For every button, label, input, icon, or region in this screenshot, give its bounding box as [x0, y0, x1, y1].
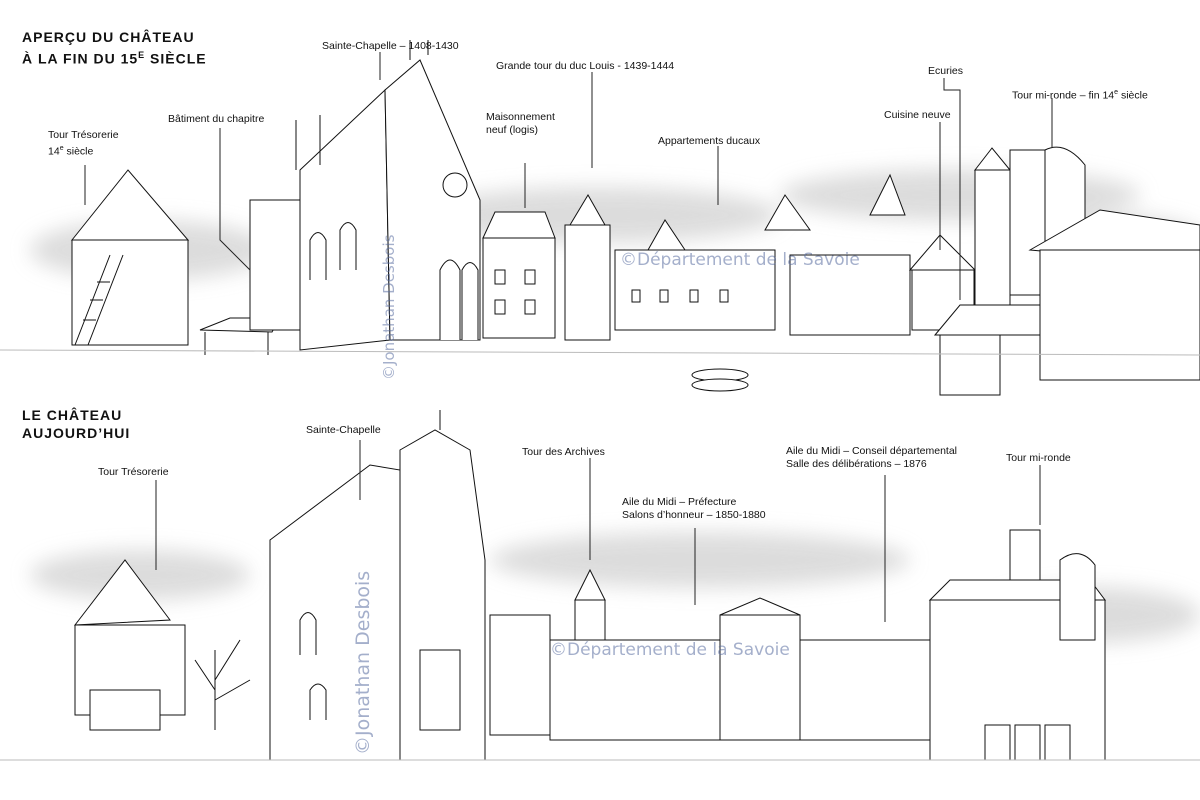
label-appartements-ducaux: Appartements ducaux	[658, 135, 761, 147]
label-line: Maisonnement	[486, 111, 555, 123]
bottom-drawing	[0, 410, 1200, 761]
heading-text: SIÈCLE	[145, 50, 207, 67]
bottom-heading-line2: AUJOURD’HUI	[22, 425, 131, 441]
label-line: neuf (logis)	[486, 124, 538, 136]
leader-lines	[84, 52, 1053, 622]
label-sup: e	[1114, 89, 1119, 96]
label-line: 14e siècle	[48, 142, 119, 159]
watermark-jonathan-top: ©Jonathan Desbois	[380, 234, 398, 380]
sainte-chapelle-drawing	[295, 40, 481, 351]
appartements-ducaux-drawing	[614, 194, 811, 331]
label-grande-tour: Grande tour du duc Louis - 1439-1444	[496, 60, 675, 72]
label-line: Salons d’honneur – 1850-1880	[622, 509, 766, 521]
label-tour-tresorerie-top: Tour Trésorerie 14e siècle	[48, 129, 119, 159]
watermark-jonathan-bottom: ©Jonathan Desbois	[352, 570, 374, 755]
maisonnement-drawing	[482, 211, 556, 339]
label-line: Tour Trésorerie	[48, 129, 119, 141]
label-tour-tresorerie-bottom: Tour Trésorerie	[98, 466, 169, 478]
bottom-heading-line1: LE CHÂTEAU	[22, 407, 123, 423]
watermark-departement-bottom: ©Département de la Savoie	[550, 640, 790, 660]
batiment-chapitre-drawing	[249, 199, 306, 331]
label-text: 14	[48, 145, 60, 158]
top-heading: APERÇU DU CHÂTEAU À LA FIN DU 15E SIÈCLE	[22, 28, 207, 68]
sainte-chapelle-today-drawing	[269, 410, 486, 761]
label-cuisine-neuve: Cuisine neuve	[884, 109, 951, 121]
label-line: Aile du Midi – Préfecture	[622, 496, 737, 508]
label-line: Salle des délibérations – 1876	[786, 458, 927, 470]
label-text: siècle	[1118, 89, 1148, 102]
label-text: siècle	[63, 145, 94, 158]
tour-archives-drawing	[574, 568, 606, 641]
bottom-heading: LE CHÂTEAU AUJOURD’HUI	[22, 406, 130, 442]
top-heading-line2: À LA FIN DU 15E SIÈCLE	[22, 46, 207, 68]
label-aile-midi-conseil: Aile du Midi – Conseil départemental Sal…	[786, 445, 957, 471]
label-sup: e	[59, 145, 64, 152]
label-line: Aile du Midi – Conseil départemental	[786, 445, 958, 457]
top-heading-line1: APERÇU DU CHÂTEAU	[22, 29, 195, 45]
tour-mi-ronde-drawing	[933, 146, 1200, 396]
top-drawing	[0, 40, 1200, 396]
tour-mi-ronde-today-drawing	[928, 529, 1106, 761]
tour-tresorerie-drawing	[70, 169, 190, 346]
label-tour-archives: Tour des Archives	[522, 446, 605, 458]
label-sainte-chapelle-top: Sainte-Chapelle – 1408-1430	[322, 40, 459, 52]
watermark-departement-top: ©Département de la Savoie	[620, 250, 860, 270]
label-sainte-chapelle-bottom: Sainte-Chapelle	[306, 424, 381, 436]
tree-drawing	[194, 639, 251, 730]
label-tour-mi-ronde-bottom: Tour mi-ronde	[1006, 452, 1071, 464]
grande-tour-drawing	[564, 194, 611, 341]
label-maisonnement: Maisonnement neuf (logis)	[486, 111, 555, 137]
tour-tresorerie-today-drawing	[73, 559, 186, 731]
label-batiment-chapitre: Bâtiment du chapitre	[168, 113, 265, 125]
aile-midi-prefecture-drawing	[489, 597, 931, 741]
label-ecuries: Ecuries	[928, 65, 964, 77]
heading-text: À LA FIN DU 15	[22, 50, 139, 67]
label-text: Tour mi-ronde – fin 14	[1012, 89, 1115, 102]
label-tour-mi-ronde-top: Tour mi-ronde – fin 14e siècle	[1012, 86, 1148, 103]
label-aile-midi-prefecture: Aile du Midi – Préfecture Salons d’honne…	[622, 496, 766, 522]
heading-sup: E	[138, 50, 146, 60]
